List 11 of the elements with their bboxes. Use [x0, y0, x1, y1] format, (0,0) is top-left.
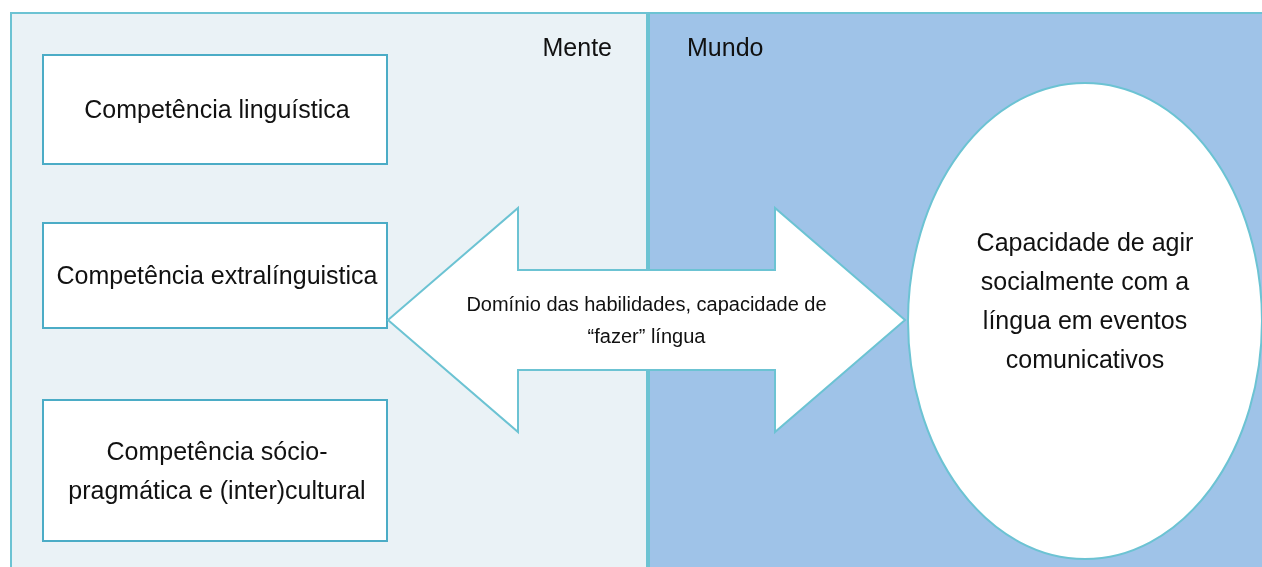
panel-heading: Mundo	[687, 32, 765, 62]
competence-box	[42, 222, 388, 329]
competence-box	[42, 399, 388, 542]
panel-heading: Mente	[541, 32, 612, 62]
edge-label: Domínio das habilidades, capacidade de “fazer” língua	[465, 292, 828, 349]
competence-box	[42, 54, 388, 165]
double-arrow	[386, 205, 907, 435]
box-label: Competência linguística	[83, 94, 351, 125]
box-label: Competência extralínguistica	[56, 260, 378, 291]
ellipse-label: Capacidade de agir socialmente com a língua em eventos comunicativos	[975, 227, 1195, 375]
box-label: Competência sócio-pragmática e (inter)cultural	[67, 435, 367, 506]
